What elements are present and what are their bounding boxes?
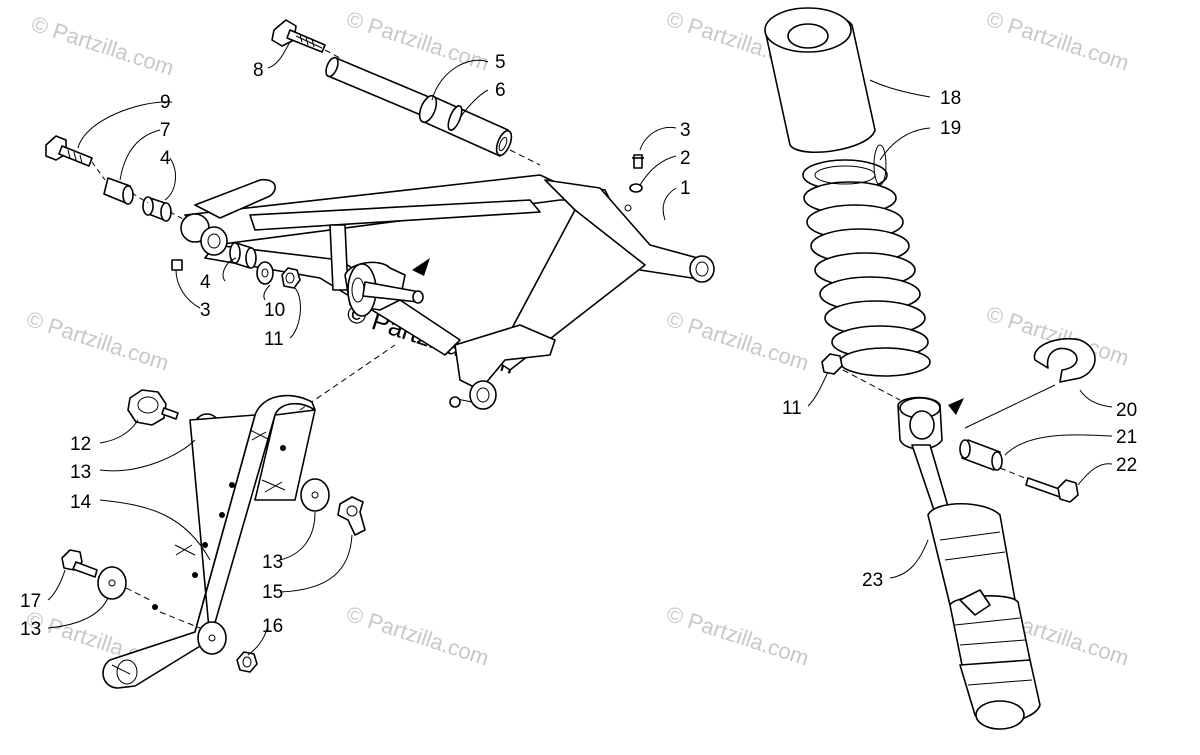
nut-11 bbox=[821, 353, 843, 375]
callout-20: 20 bbox=[1116, 400, 1137, 421]
callout-7: 7 bbox=[160, 120, 171, 141]
washer-10 bbox=[256, 261, 274, 285]
nut-11 bbox=[281, 267, 301, 289]
callout-4: 4 bbox=[200, 272, 211, 293]
callout-17: 17 bbox=[20, 591, 41, 612]
callout-6: 6 bbox=[495, 80, 506, 101]
bolt-8 bbox=[271, 19, 326, 53]
watermark: © Partzilla.com bbox=[663, 601, 812, 671]
wing-nut-15 bbox=[337, 496, 366, 536]
washer-2 bbox=[629, 183, 643, 193]
callout-1: 1 bbox=[680, 178, 691, 199]
callout-4: 4 bbox=[160, 148, 171, 169]
washer-13 bbox=[300, 478, 330, 512]
leader-line bbox=[125, 587, 151, 601]
watermark: © Partzilla.com bbox=[23, 306, 172, 376]
callout-21: 21 bbox=[1116, 427, 1137, 448]
leader-line bbox=[324, 49, 341, 59]
callout-12: 12 bbox=[70, 434, 91, 455]
callout-2: 2 bbox=[680, 148, 691, 169]
bushing-4 bbox=[229, 242, 257, 269]
nut-16 bbox=[236, 651, 258, 673]
callout-18: 18 bbox=[940, 88, 961, 109]
grease-fitting-3-top bbox=[632, 154, 644, 169]
callout-11: 11 bbox=[264, 329, 284, 350]
spacer-21 bbox=[959, 439, 1003, 471]
spacer-7 bbox=[103, 177, 134, 205]
arrow-marker bbox=[412, 258, 430, 276]
watermark: © Partzilla.com bbox=[343, 601, 492, 671]
callout-22: 22 bbox=[1116, 455, 1137, 476]
bolt-9 bbox=[45, 135, 93, 167]
watermark: © Partzilla.com bbox=[343, 6, 492, 76]
callout-8: 8 bbox=[253, 60, 264, 81]
leader-line bbox=[842, 369, 901, 401]
callout-15: 15 bbox=[262, 582, 283, 603]
callout-13: 13 bbox=[20, 619, 41, 640]
a-arm-1 bbox=[180, 174, 715, 410]
callout-13: 13 bbox=[262, 552, 283, 573]
callout-23: 23 bbox=[862, 570, 883, 591]
watermark: © Partzilla.com bbox=[28, 11, 177, 81]
callout-3: 3 bbox=[200, 300, 211, 321]
bushing-6 bbox=[418, 94, 513, 157]
leader-line bbox=[299, 344, 396, 411]
leader-line bbox=[509, 149, 541, 166]
leader-line bbox=[91, 161, 106, 181]
callout-leaders bbox=[47, 41, 1113, 656]
watermark: © Partzilla.com bbox=[663, 306, 812, 376]
callout-14: 14 bbox=[70, 492, 92, 513]
bushing-4 bbox=[142, 196, 172, 222]
leader-line bbox=[159, 611, 206, 631]
callout-5: 5 bbox=[495, 52, 506, 73]
watermark: © Partzilla.com bbox=[983, 6, 1132, 76]
shock-23 bbox=[897, 396, 1041, 730]
callout-13: 13 bbox=[70, 462, 91, 483]
bumper-18 bbox=[764, 7, 876, 153]
leader-line bbox=[169, 211, 186, 221]
callout-16: 16 bbox=[262, 616, 283, 637]
leader-line bbox=[964, 384, 1056, 429]
grease-fitting-3 bbox=[171, 259, 183, 271]
arrow-marker bbox=[948, 398, 964, 415]
bolt-17 bbox=[61, 549, 98, 578]
washer-13 bbox=[197, 621, 227, 655]
callout-labels: 8 5 6 9 7 4 3 2 1 4 3 10 11 12 13 14 13 … bbox=[20, 52, 1137, 640]
callout-11: 11 bbox=[782, 398, 802, 419]
bolt-22 bbox=[1025, 477, 1079, 503]
spring-19 bbox=[802, 144, 931, 377]
spring-retainer-20 bbox=[1033, 337, 1096, 383]
tube-5 bbox=[325, 56, 437, 119]
callout-9: 9 bbox=[160, 92, 171, 113]
callout-3: 3 bbox=[680, 120, 691, 141]
callout-10: 10 bbox=[264, 300, 285, 321]
leader-line bbox=[131, 192, 149, 204]
washer-13 bbox=[97, 566, 127, 600]
leader-line bbox=[999, 467, 1031, 481]
watermark: © Partzilla.com bbox=[983, 301, 1132, 371]
knob-12 bbox=[127, 389, 179, 426]
callout-19: 19 bbox=[940, 118, 961, 139]
strap-14 bbox=[102, 394, 316, 689]
